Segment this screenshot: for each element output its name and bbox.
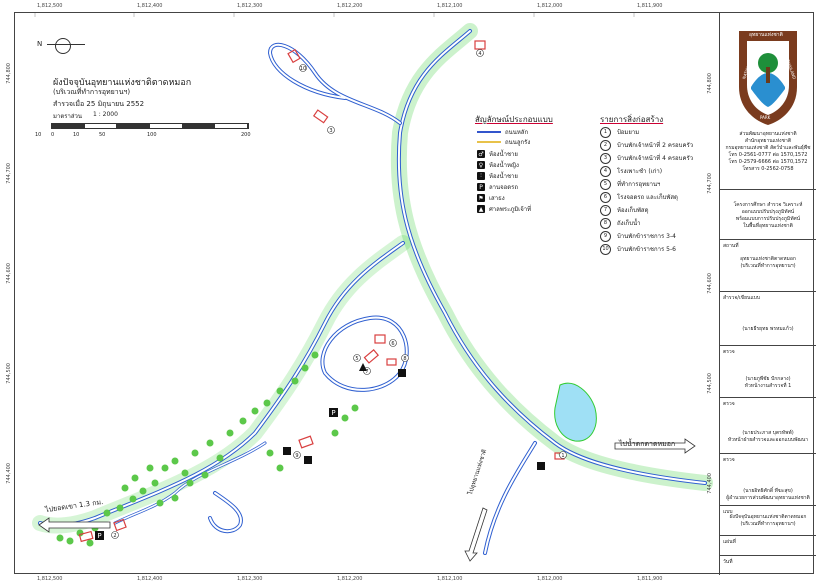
map-canvas: 10 3 4 5 6 7 8 9 2 1 P P (32, 13, 713, 562)
logo-top-text: อุทยานแห่งชาติ (749, 32, 783, 38)
map-frame: 10 3 4 5 6 7 8 9 2 1 P P (6, 3, 816, 582)
park-emblem-icon (739, 31, 797, 125)
coord-top: 1,812,300 (237, 3, 263, 9)
scale-tick: 100 (147, 132, 157, 138)
coord-left: 744,600 (6, 263, 12, 284)
approve-section: ตรวจ (นายอิทธิศักดิ์ ทีฆะสุข) ผู้อำนวยกา… (720, 453, 816, 505)
legend-dirt-road-line (477, 141, 501, 143)
legend-item: ถนนลูกรัง (477, 137, 530, 147)
map-subtitle: (บริเวณที่ทำการอุทยานฯ) (53, 88, 131, 96)
coord-bottom: 1,811,900 (637, 576, 663, 582)
legend-item: ⫶ห้องน้ำชาย (477, 171, 518, 181)
svg-text:4: 4 (478, 51, 481, 57)
svg-text:P: P (97, 532, 101, 540)
scale-tick: 50 (99, 132, 106, 138)
national-park-logo: อุทยานแห่งชาติ NATIONAL PARK THAILAND (737, 27, 799, 127)
survey-section: สำรวจ/เขียนแบบ (นายธีรยุทธ พรหมแก้ว) (720, 291, 816, 345)
compass-icon (55, 38, 71, 54)
to-waterfall-label: ไปน้ำตกตาดหมอก (619, 440, 676, 448)
scale-tick: 10 (73, 132, 80, 138)
svg-text:7: 7 (365, 369, 368, 375)
date-section: วันที่ (720, 555, 816, 575)
svg-text:2: 2 (113, 533, 116, 539)
north-arrow: N (37, 37, 85, 55)
map-title: ผังปัจจุบันอุทยานแห่งชาติตาดหมอก (53, 78, 192, 88)
survey-date: สำรวจเมื่อ 25 มิถุนายน 2552 (53, 100, 145, 108)
coord-right: 744,400 (707, 473, 713, 494)
coord-left: 744,700 (6, 163, 12, 184)
coord-top: 1,811,900 (637, 3, 663, 9)
coord-top: 1,812,000 (537, 3, 563, 9)
title-block: อุทยานแห่งชาติ NATIONAL PARK THAILAND ส่… (719, 13, 816, 575)
toilet-female-icon: ♀ (477, 161, 485, 169)
coord-left: 744,800 (6, 63, 12, 84)
svg-text:P: P (331, 409, 335, 417)
svg-text:3: 3 (329, 128, 332, 134)
coord-right: 744,800 (707, 73, 713, 94)
place-section: สถานที่ อุทยานแห่งชาติตาดหมอก (บริเวณที่… (720, 239, 816, 291)
coord-right: 744,600 (707, 273, 713, 294)
legend-item: ▲ศาลพระภูมิเจ้าที่ (477, 205, 532, 213)
svg-text:10: 10 (300, 66, 306, 72)
legend-title: สัญลักษณ์ประกอบแบบ (475, 115, 553, 124)
scale-tick: 200 (241, 132, 251, 138)
svg-text:6: 6 (391, 341, 394, 347)
shower-icon: ⫶ (477, 172, 485, 180)
coord-right: 744,500 (707, 373, 713, 394)
north-label: N (37, 40, 43, 48)
parking-icon: P (477, 183, 485, 191)
coord-left: 744,400 (6, 463, 12, 484)
legend-item: ⚑เสาธง (477, 194, 505, 202)
coord-bottom: 1,812,300 (237, 576, 263, 582)
svg-text:9: 9 (295, 453, 298, 459)
org-info: ส่วนพัฒนาอุทยานแห่งชาติ สำนักอุทยานแห่งช… (725, 131, 811, 172)
coord-bottom: 1,812,100 (437, 576, 463, 582)
scale-bar (51, 123, 249, 129)
sheet-section: แผ่นที่ (720, 535, 816, 555)
shrine-icon: ▲ (477, 205, 485, 213)
toilet-male-icon: ♂ (477, 150, 485, 158)
legend-item: ♂ห้องน้ำชาย (477, 150, 518, 158)
legend-item: ถนนหลัก (477, 127, 528, 137)
coord-bottom: 1,812,500 (37, 576, 63, 582)
svg-text:8: 8 (403, 356, 406, 362)
scale-tick: 10 (35, 132, 42, 138)
coord-bottom: 1,812,000 (537, 576, 563, 582)
project-section: โครงการศึกษา สำรวจ วิเคราะห์ ออกแบบปรับป… (720, 189, 816, 239)
svg-text:5: 5 (355, 356, 358, 362)
map-area: 10 3 4 5 6 7 8 9 2 1 P P (15, 13, 720, 575)
coord-top: 1,812,200 (337, 3, 363, 9)
scale-tick: 0 (51, 132, 55, 138)
check2-section: ตรวจ (นายประภาส บุตรทัพพ์) หัวหน้าฝ่ายสำ… (720, 397, 816, 453)
legend-road-line (477, 131, 501, 133)
plan-section: แบบ ผังปัจจุบันอุทยานแห่งชาติตาดหมอก (บร… (720, 505, 816, 535)
flagpole-icon: ⚑ (477, 194, 485, 202)
coord-bottom: 1,812,400 (137, 576, 163, 582)
scale-label: มาตราส่วน (53, 113, 82, 120)
coord-bottom: 1,812,200 (337, 576, 363, 582)
coord-top: 1,812,100 (437, 3, 463, 9)
svg-text:1: 1 (561, 453, 564, 459)
coord-top: 1,812,400 (137, 3, 163, 9)
coord-right: 744,700 (707, 173, 713, 194)
coord-left: 744,500 (6, 363, 12, 384)
scale-value: 1 : 2000 (93, 111, 118, 118)
legend-item: ♀ห้องน้ำหญิง (477, 161, 519, 169)
coord-top: 1,812,500 (37, 3, 63, 9)
logo-bottom-text: PARK (760, 115, 771, 120)
buildings-title: รายการสิ่งก่อสร้าง (600, 115, 664, 124)
check-section: ตรวจ (นายภูพีชัย ปักกลาง) หัวหน้างานสำรว… (720, 345, 816, 397)
